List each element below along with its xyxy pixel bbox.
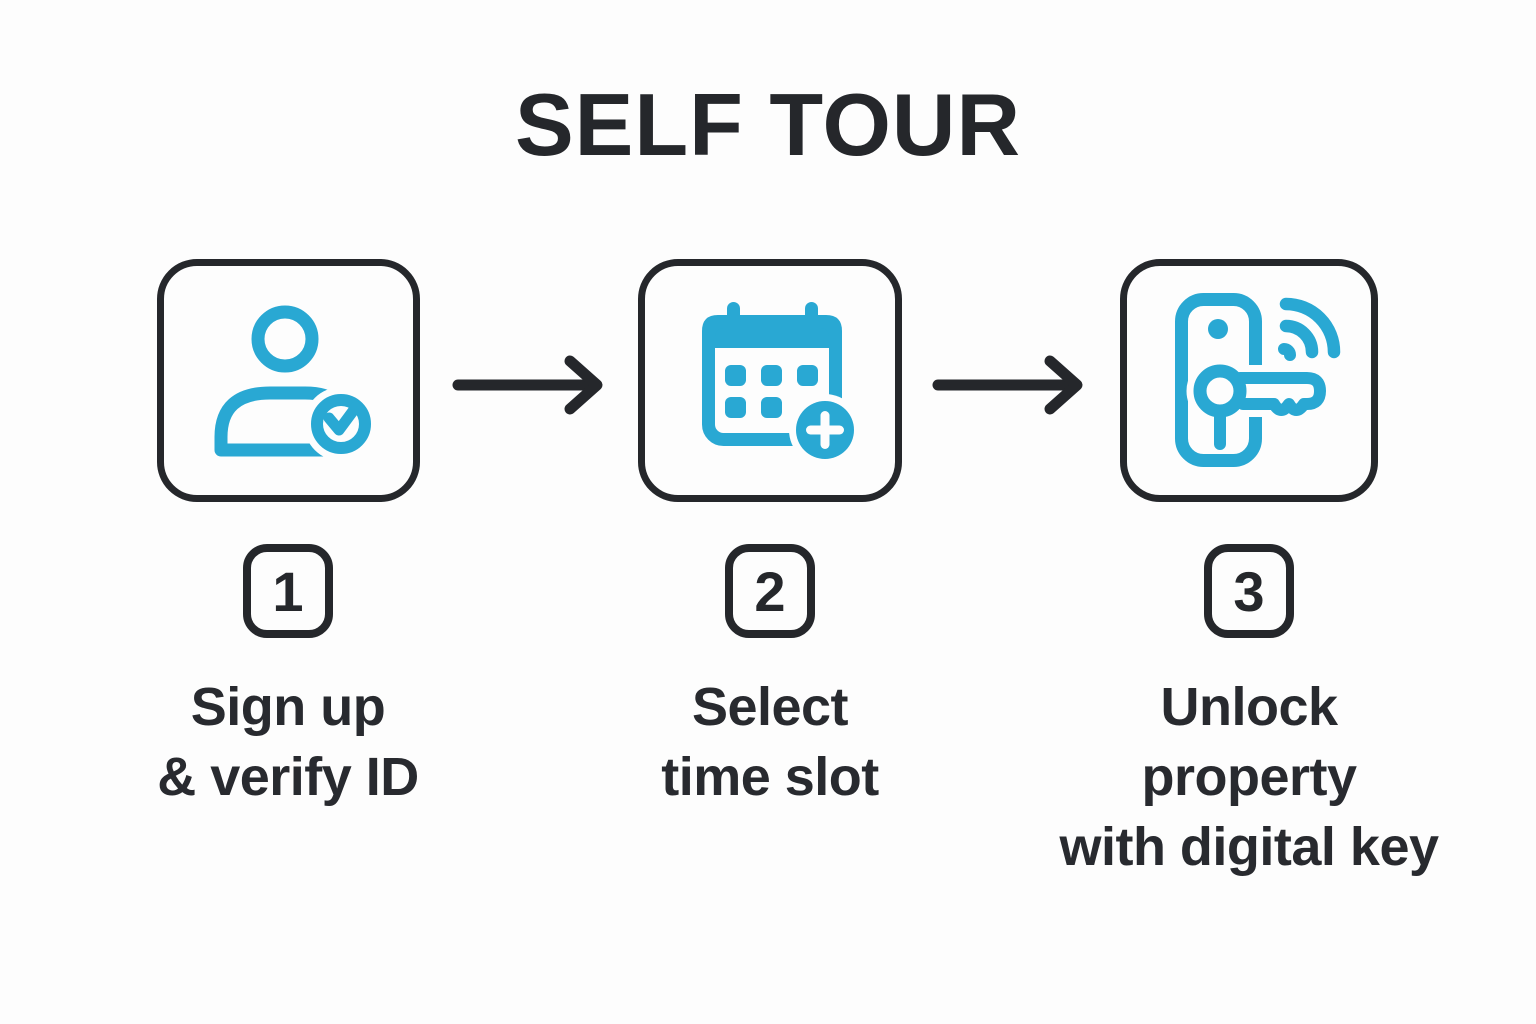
- step-3-number-badge: 3: [1204, 544, 1294, 638]
- arrow-right-icon: [452, 355, 603, 415]
- step-3-label-line-2: property: [1141, 747, 1357, 807]
- arrow-head: [564, 355, 603, 415]
- arrow-right-icon: [932, 355, 1083, 415]
- step-3-number: 3: [1233, 559, 1265, 623]
- step-3-label-line-3: with digital key: [1059, 817, 1439, 877]
- step-2-card: [638, 259, 902, 502]
- step-1-label: Sign up & verify ID: [38, 672, 538, 812]
- step-1-number: 1: [272, 559, 304, 623]
- step-1-card: [157, 259, 420, 502]
- arrow-head: [1044, 355, 1083, 415]
- step-2-label: Select time slot: [520, 672, 1020, 812]
- step-2-number-badge: 2: [725, 544, 815, 638]
- step-2-number: 2: [754, 559, 786, 623]
- step-2-label-line-1: Select: [691, 677, 849, 737]
- step-3-label: Unlock property with digital key: [999, 672, 1499, 882]
- step-1-label-line-1: Sign up: [190, 677, 386, 737]
- step-2-label-line-2: time slot: [661, 747, 879, 807]
- page-title: SELF TOUR: [514, 75, 1022, 174]
- step-3-label-line-1: Unlock: [1160, 677, 1338, 737]
- step-1-label-line-2: & verify ID: [157, 747, 419, 807]
- step-3-card: [1120, 259, 1378, 502]
- step-1-number-badge: 1: [243, 544, 333, 638]
